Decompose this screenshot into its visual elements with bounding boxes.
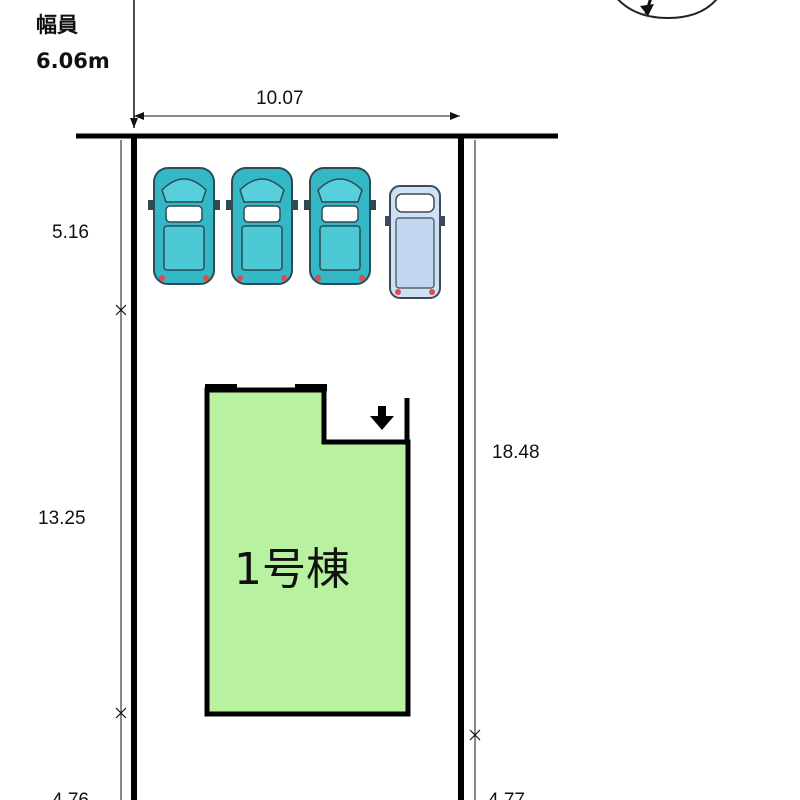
car-icon [303,167,377,285]
road-width-value: 6.06m [36,49,110,73]
parking-area [147,167,446,299]
entrance-arrow-icon [370,406,394,430]
right-dimension-line [469,140,481,800]
left-parking-depth: 5.16 [52,222,89,243]
north-arrow-icon [617,0,718,20]
building-label: 1号棟 [234,544,350,595]
frontage-label: 10.07 [256,88,304,109]
frontage-dimension: 10.07 [134,88,460,120]
car-icon [225,167,299,285]
left-dimension-line [115,140,127,800]
road-width-title: 幅員 [36,13,78,37]
right-main-depth: 18.48 [492,442,540,463]
car-icon [147,167,221,285]
left-rear-depth: 4.76 [52,790,89,800]
right-rear-depth: 4.77 [488,790,525,800]
compact-car-icon [384,185,446,299]
building-1: 1号棟 [204,384,411,717]
left-middle-depth: 13.25 [38,508,86,529]
